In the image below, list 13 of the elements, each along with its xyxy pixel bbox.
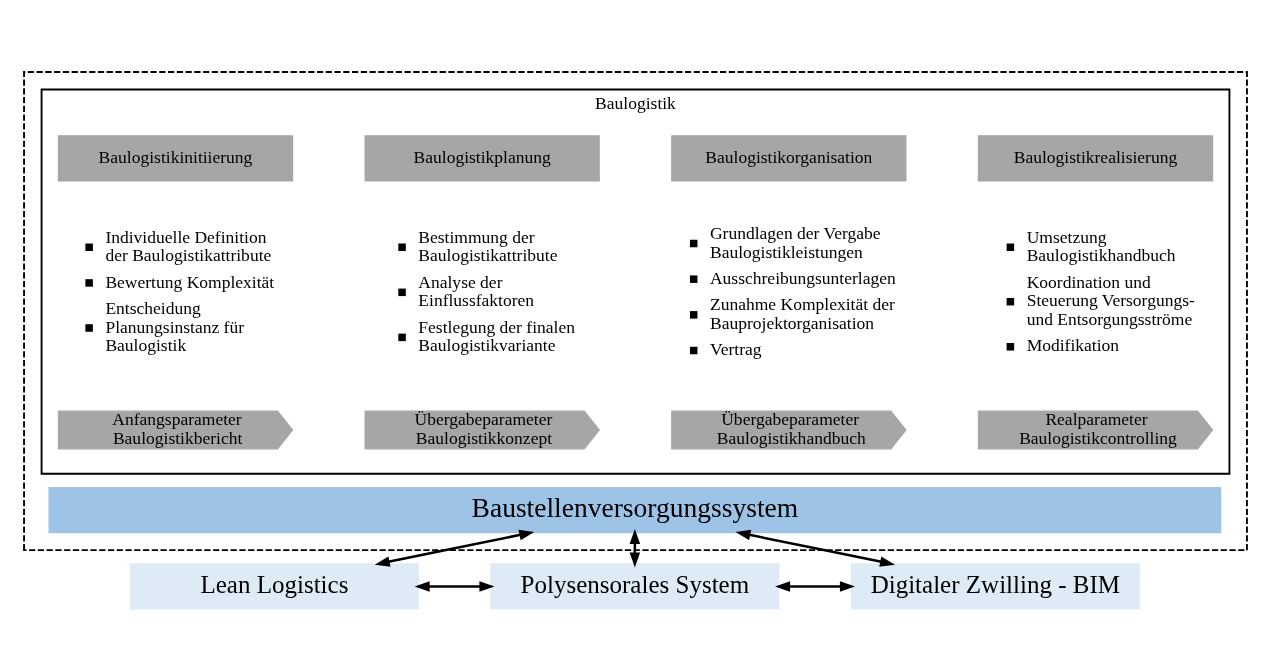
label: Umsetzung Baulogistikhandbuch <box>1026 226 1176 265</box>
label: Ausschreibungsunterlagen <box>709 267 896 288</box>
label: Bewertung Komplexität <box>105 271 275 292</box>
label: Individuelle Definition der Baulogistikattribute <box>105 226 272 265</box>
label: Koordination und Steuerung Versorgungs- und Entsorgungsströme <box>1026 271 1195 329</box>
label: Analyse der Einflussfaktoren <box>418 271 535 310</box>
label: Grundlagen der Vergabe Baulogistikleistungen <box>709 222 881 262</box>
label: Modifikation <box>1026 334 1120 355</box>
label: Vertrag <box>709 338 762 359</box>
label: Bestimmung der Baulogistikattribute <box>418 226 558 265</box>
label: Entscheidung Planungsinstanz für Baulogistik <box>105 297 245 355</box>
label: Zunahme Komplexität der Bauprojektorganisation <box>709 293 895 333</box>
label: Festlegung der finalen Baulogistikvariante <box>418 316 575 355</box>
